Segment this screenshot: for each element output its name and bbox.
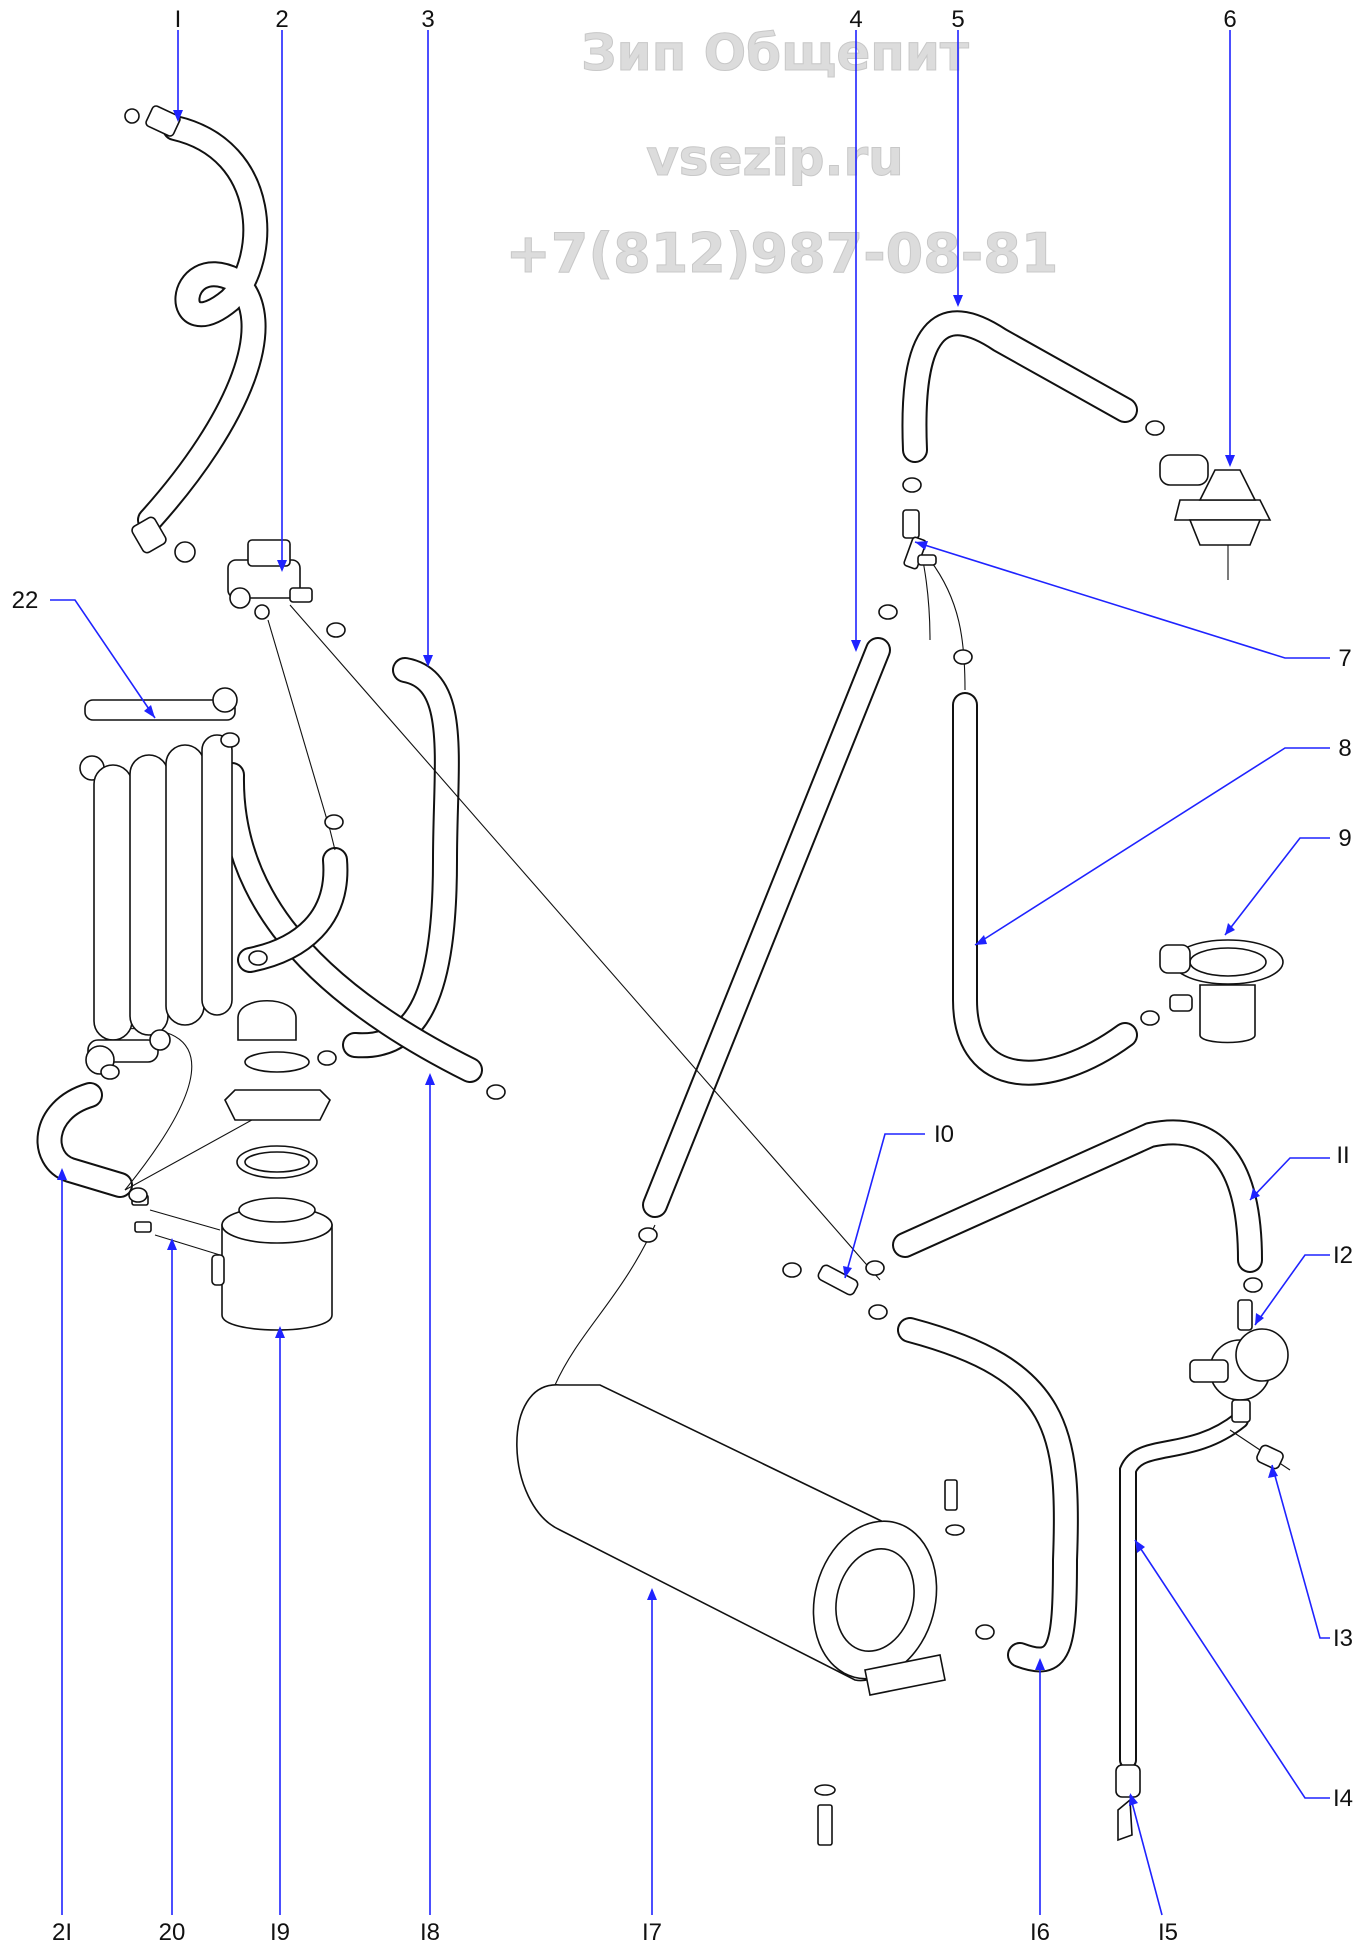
hose-4: [642, 637, 891, 1218]
watermark-line-2: vsezip.ru: [646, 129, 904, 187]
callout-4: 4: [849, 6, 862, 33]
hose-11: [892, 1119, 1263, 1273]
callout-21: 2I: [52, 1919, 72, 1946]
boiler-tank: [516, 1384, 965, 1846]
pump-9: [1159, 939, 1284, 1044]
callout-1: I: [175, 6, 182, 33]
filter-housing: [211, 1000, 333, 1331]
coupling-10: [817, 1264, 859, 1296]
hose-clamps: [100, 420, 1263, 1640]
callout-2: 2: [275, 6, 288, 33]
callout-15: I5: [1158, 1919, 1178, 1946]
callout-9: 9: [1338, 825, 1351, 852]
callout-18: I8: [420, 1919, 440, 1946]
callout-8: 8: [1338, 735, 1351, 762]
callout-arrowheads: [57, 110, 1278, 1806]
hose-1-inlet: [137, 115, 269, 533]
solenoid-valve: [227, 539, 313, 620]
callout-13: I3: [1333, 1625, 1353, 1652]
callout-10: I0: [934, 1121, 954, 1148]
filter-manifold: [79, 687, 238, 1075]
callout-16: I6: [1030, 1919, 1050, 1946]
hose-3: [342, 657, 460, 1059]
callout-3: 3: [421, 6, 434, 33]
watermark-line-1: Зип Общепит: [581, 24, 969, 82]
callout-19: I9: [270, 1919, 290, 1946]
callout-5: 5: [951, 6, 964, 33]
callout-6: 6: [1223, 6, 1236, 33]
callout-leaders: [50, 30, 1330, 1916]
inlet-fitting: [124, 105, 196, 563]
callout-7: 7: [1338, 645, 1351, 672]
callout-11: II: [1336, 1142, 1349, 1169]
hose-21: [36, 1082, 133, 1198]
hose-18: [218, 762, 483, 1083]
watermark: Зип Общепит vsezip.ru +7(812)987-08-81: [505, 24, 1059, 286]
hose-5: [901, 310, 1138, 463]
callout-20: 20: [159, 1919, 186, 1946]
tee-fitting: [902, 509, 937, 570]
hose-16: [897, 1317, 1079, 1673]
callout-12: I2: [1333, 1242, 1353, 1269]
tube-14: [1119, 1411, 1249, 1769]
callout-numbers: I 2 3 4 5 6 7 8 9 I0 II I2 I3 I4 I5 I6 I…: [12, 6, 1353, 1946]
hose-8: [952, 692, 1138, 1086]
callout-14: I4: [1333, 1785, 1353, 1812]
pump-6: [1159, 454, 1272, 580]
watermark-line-3: +7(812)987-08-81: [506, 222, 1059, 285]
screws: [131, 1194, 221, 1256]
callout-22: 22: [12, 587, 39, 614]
valve-12: [1189, 1299, 1289, 1423]
callout-17: I7: [642, 1919, 662, 1946]
end-cap-13: [1256, 1444, 1284, 1470]
fitting-15: [1115, 1764, 1141, 1842]
